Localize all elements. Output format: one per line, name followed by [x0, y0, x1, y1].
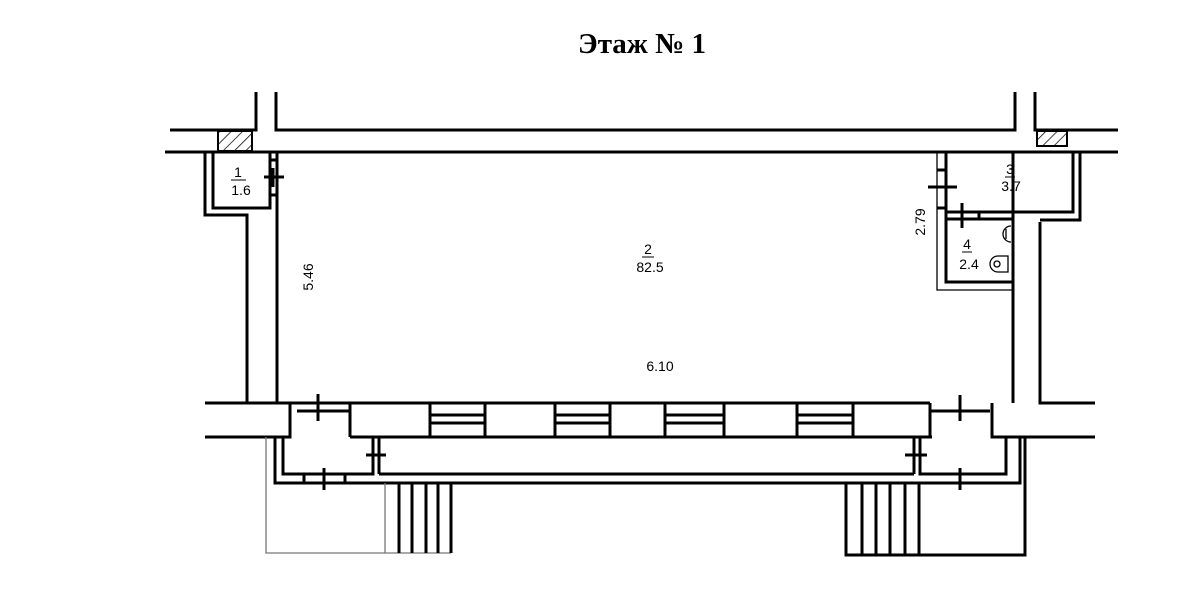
- rooms-3-4-walls: [928, 152, 1082, 291]
- room-2-walls: [275, 152, 1015, 403]
- hatched-column-right: [1036, 130, 1068, 147]
- room-2-number: 2: [644, 241, 652, 257]
- door-room-1: [264, 158, 284, 197]
- floor-title: Этаж № 1: [578, 28, 706, 60]
- room-1-area: 1.6: [231, 182, 251, 198]
- dimension-right-height: 2.79: [912, 208, 928, 235]
- room-1-number: 1: [234, 164, 242, 180]
- windows: [428, 403, 855, 437]
- dimension-width: 6.10: [646, 358, 673, 374]
- toilet-icon: [989, 255, 1009, 273]
- room-4-number: 4: [963, 236, 971, 252]
- sink-icon: [1002, 225, 1012, 243]
- room-2-area: 82.5: [636, 259, 663, 275]
- room-3-area: 3.7: [1001, 178, 1021, 194]
- front-wall-windows: [205, 394, 990, 439]
- exterior-walls: [165, 92, 1118, 154]
- room-3-number: 3: [1006, 161, 1014, 177]
- room-4-area: 2.4: [959, 256, 979, 272]
- hatched-column-left: [217, 130, 253, 152]
- labels: 1 1.6 2 82.5 3 3.7 4 2.4 5.46 2.79 6.10: [231, 161, 1021, 374]
- dimension-left-height: 5.46: [300, 263, 316, 290]
- vestibules: [265, 222, 1095, 557]
